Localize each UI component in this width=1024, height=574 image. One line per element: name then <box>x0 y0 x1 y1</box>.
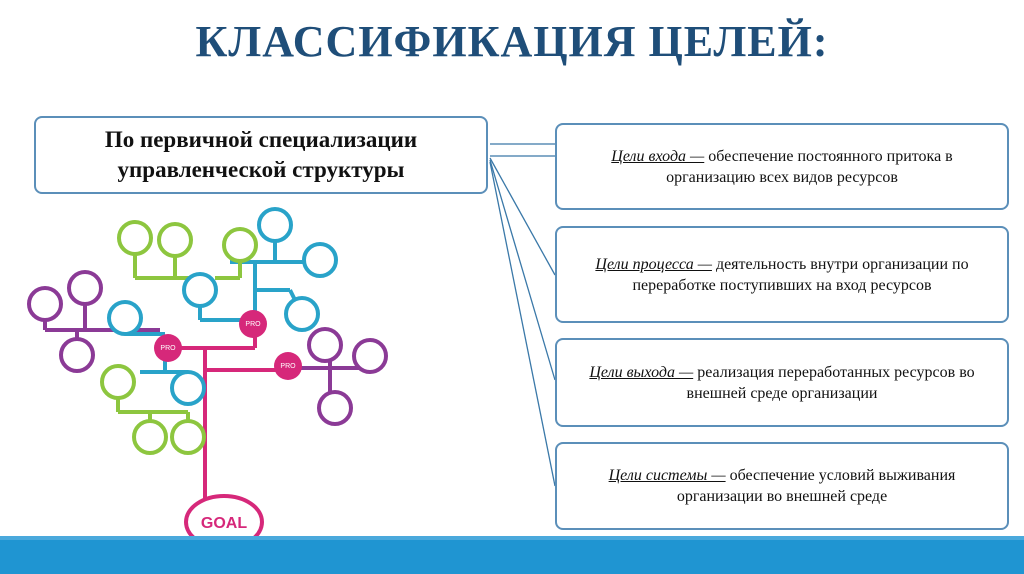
svg-text:PRO: PRO <box>245 321 261 328</box>
goal-description: обеспечение постоянного притока в органи… <box>666 147 953 186</box>
specialization-line-2: управленческой структуры <box>117 157 405 182</box>
goal-box-process: Цели процесса — деятельность внутри орга… <box>555 226 1009 323</box>
goal-description: деятельность внутри организации по перер… <box>632 255 969 294</box>
goal-description: реализация переработанных ресурсов во вн… <box>686 363 975 402</box>
goal-tree-illustration: PRO PRO PRO GOAL <box>27 207 388 536</box>
slide-title: КЛАССИФИКАЦИЯ ЦЕЛЕЙ: <box>195 17 829 66</box>
footer-bar <box>0 536 1024 574</box>
svg-text:PRO: PRO <box>280 363 296 370</box>
connector-line <box>489 159 556 381</box>
goal-description: обеспечение условий выживания организаци… <box>676 467 956 505</box>
goal-term: Цели системы — <box>608 467 726 484</box>
svg-text:PRO: PRO <box>160 345 176 352</box>
project-node: PRO <box>154 334 182 362</box>
goal-box-output: Цели выхода — реализация переработанных … <box>555 338 1009 427</box>
goal-term: Цели выхода — <box>589 363 694 381</box>
goal-box-system: Цели системы — обеспечение условий выжив… <box>555 442 1009 530</box>
goal-box-input: Цели входа — обеспечение постоянного при… <box>555 123 1009 210</box>
connector-line <box>489 161 556 487</box>
specialization-line-1: По первичной специализации <box>104 127 418 152</box>
goal-label: GOAL <box>201 515 247 532</box>
project-node: PRO <box>239 310 267 338</box>
goal-term: Цели процесса — <box>595 255 712 273</box>
specialization-box: По первичной специализации управленческо… <box>34 116 488 194</box>
project-node: PRO <box>274 352 302 380</box>
connector-line <box>489 157 556 276</box>
goal-term: Цели входа — <box>611 147 705 165</box>
goal-node: GOAL <box>184 494 264 536</box>
